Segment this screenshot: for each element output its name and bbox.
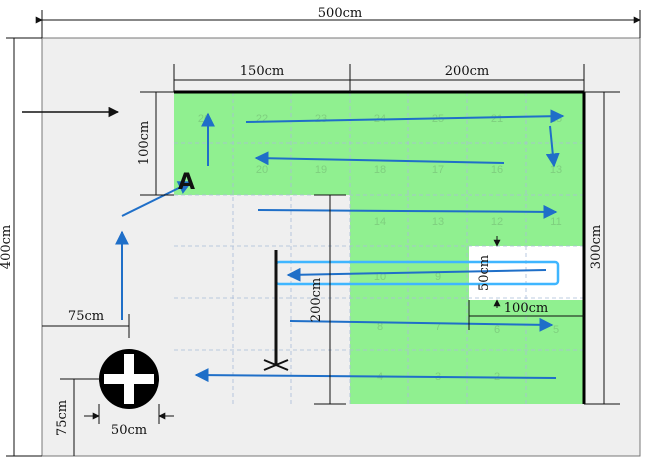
cell-label-18: 18: [374, 164, 386, 176]
dim-50-circle: 50cm: [111, 423, 147, 438]
arrow-row2: [254, 151, 505, 166]
cell-label-19: 19: [315, 164, 327, 176]
cell-label-14: 14: [374, 216, 386, 228]
label-a: A: [178, 170, 195, 195]
grid-lines: [174, 92, 584, 404]
cell-label-16: 16: [491, 164, 503, 176]
cell-label-6: 6: [494, 324, 500, 336]
cell-label-21: 21: [491, 113, 503, 125]
cell-label-23: 23: [315, 113, 327, 125]
post-marker: [263, 250, 289, 371]
arrow-row6: [194, 368, 557, 383]
cell-label-20: 20: [256, 164, 268, 176]
dim-200-middle: 200cm: [309, 278, 324, 322]
cell-label-17: 17: [432, 164, 444, 176]
cell-label-13b: 13: [432, 216, 444, 228]
arrow-entry-diag: [121, 181, 193, 217]
dim-75-vertical: 75cm: [55, 400, 70, 436]
cell-label-5: 5: [553, 324, 559, 336]
arrow-row5: [289, 317, 554, 332]
dim-50-gap: 50cm: [477, 255, 492, 291]
cell-label-12: 12: [491, 216, 503, 228]
walls: [174, 90, 586, 404]
path-arrows: [115, 109, 565, 383]
dim-100-horizontal: 100cm: [504, 301, 548, 316]
cell-label-9: 9: [435, 271, 441, 283]
dim-left-400: 400cm: [0, 225, 14, 269]
dim-top-500: 500cm: [318, 6, 362, 21]
start-circle-icon: [99, 349, 159, 409]
arrow-down-right: [545, 125, 560, 168]
cell-label-7: 7: [435, 321, 441, 333]
arrow-row1: [245, 109, 565, 124]
dim-75-horizontal: 75cm: [68, 309, 104, 324]
cell-label-13: 13: [550, 164, 562, 176]
play-field: [174, 92, 584, 404]
dim-300: 300cm: [589, 225, 604, 269]
cell-label-8: 8: [377, 321, 383, 333]
dim-100-vertical: 100cm: [137, 121, 152, 165]
cell-label-11: 11: [550, 216, 561, 228]
cell-label-22: 22: [256, 113, 268, 125]
dim-200-top: 200cm: [445, 64, 489, 79]
cell-label-15: 15: [550, 113, 562, 125]
arrow-row4: [286, 267, 547, 282]
notch-area: [469, 246, 584, 300]
dim-150: 150cm: [240, 64, 284, 79]
arrow-row3: [257, 204, 558, 219]
